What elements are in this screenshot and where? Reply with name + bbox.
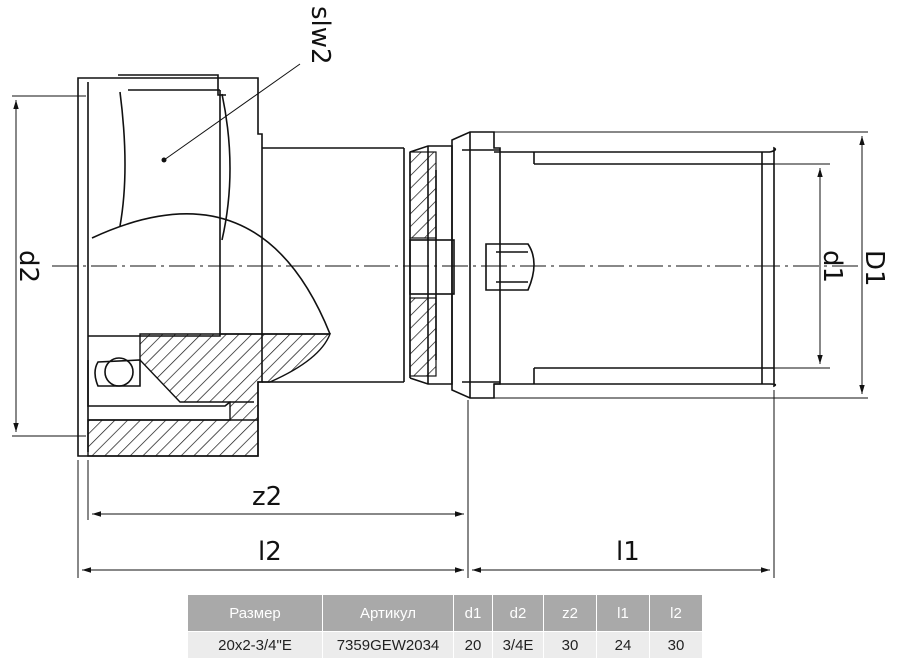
header-d2: d2 <box>492 594 544 632</box>
cell-article: 7359GEW2034 <box>322 631 454 659</box>
section-hatch-collar-bottom <box>409 297 437 377</box>
fitting-drawing: slw2 d2 d1 D1 z2 l2 l1 <box>12 6 889 578</box>
d1-label: d1 <box>817 250 847 283</box>
z2-label: z2 <box>252 482 282 512</box>
l1-label: l1 <box>616 537 640 567</box>
l2-label: l2 <box>258 537 282 567</box>
sw-label: slw2 <box>305 6 335 65</box>
table-row: 20x2-3/4"E 7359GEW2034 20 3/4E 30 24 30 <box>187 631 703 659</box>
d2-label: d2 <box>13 250 43 283</box>
header-l1: l1 <box>596 594 650 632</box>
seal-seat <box>94 359 141 387</box>
section-hatch-collar-top <box>409 151 437 239</box>
sw-leader-line <box>163 63 301 161</box>
header-size: Размер <box>187 594 323 632</box>
cell-d2: 3/4E <box>492 631 544 659</box>
header-z2: z2 <box>543 594 597 632</box>
header-l2: l2 <box>649 594 703 632</box>
hex-face-left <box>119 91 126 227</box>
cell-size: 20x2-3/4"E <box>187 631 323 659</box>
cell-z2: 30 <box>543 631 597 659</box>
header-article: Артикул <box>322 594 454 632</box>
D1-label: D1 <box>859 250 889 287</box>
press-ring <box>451 131 501 399</box>
indicator-tab <box>485 243 535 291</box>
cell-d1: 20 <box>453 631 493 659</box>
hex-face-right <box>221 93 231 241</box>
inspection-window <box>409 239 455 295</box>
pipe-end <box>769 146 777 388</box>
section-hatch-nut <box>87 333 332 457</box>
cell-l1: 24 <box>596 631 650 659</box>
spec-table-header-row: Размер Артикул d1 d2 z2 l1 l2 <box>187 594 703 632</box>
cell-l2: 30 <box>649 631 703 659</box>
sw-leader-dot <box>161 157 167 163</box>
header-d1: d1 <box>453 594 493 632</box>
body-arc <box>91 213 331 335</box>
dimensions <box>12 63 868 578</box>
spec-table: Размер Артикул d1 d2 z2 l1 l2 20x2-3/4"E… <box>187 594 703 659</box>
